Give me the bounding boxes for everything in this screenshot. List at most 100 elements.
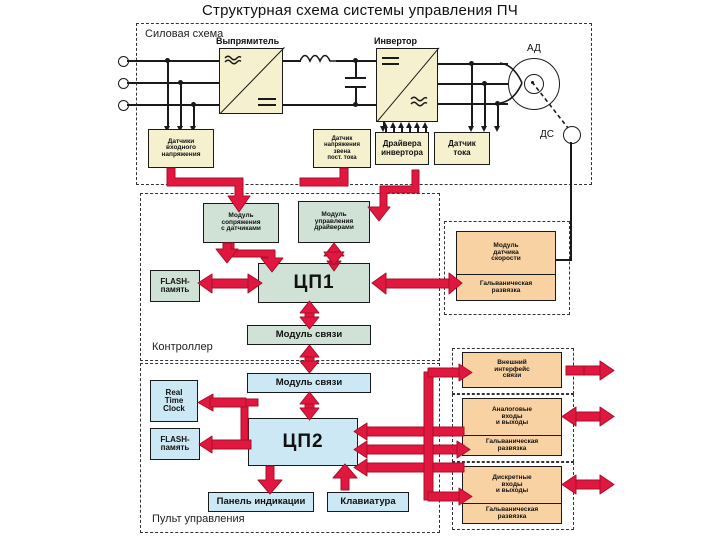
sensor-interface-line1: Модуль	[228, 212, 254, 220]
analog-io-line1: Аналоговые	[491, 405, 532, 413]
region-power-circuit-label: Силовая схема	[145, 28, 224, 40]
display-panel-block: Панель индикации	[208, 492, 314, 512]
wire-current-sense-w	[497, 103, 499, 128]
wire-driver-3	[401, 128, 403, 132]
current-sensor-line2: тока	[453, 147, 471, 157]
wire-phase-w	[438, 103, 508, 105]
wire-cap-bottom	[355, 86, 357, 105]
panel-flash-memory-block: FLASH- память	[150, 428, 200, 460]
cpu1-label: ЦП1	[293, 272, 335, 294]
discrete-iso-line1: Гальваническая	[485, 506, 539, 514]
display-panel-label: Панель индикации	[216, 496, 306, 508]
panel-comm-module-block: Модуль связи	[247, 373, 371, 393]
arrow-ext-world-analog-shaft	[571, 411, 603, 422]
panel-flash-line1: FLASH-	[160, 434, 190, 444]
wire-speed-sensor-left	[556, 259, 572, 261]
analog-io-block: Аналоговые входы и выходы Гальваническая…	[462, 398, 562, 456]
arrow-ext-world-comm-head	[599, 360, 615, 381]
input-voltage-sensor-line1: Датчики	[167, 137, 195, 145]
discrete-io-line1: Дискретные	[492, 473, 532, 481]
wire-speed-sensor-down	[570, 142, 572, 260]
junction-current-w	[495, 101, 501, 107]
controller-comm-module-block: Модуль связи	[247, 325, 371, 345]
sensor-interface-module-block: Модуль сопряжения с датчиками	[203, 203, 279, 243]
junction-l3	[191, 102, 197, 108]
keyboard-block: Клавиатура	[327, 492, 409, 512]
analog-iso-line2: развязка	[497, 445, 527, 452]
arrowhead-driver-1	[382, 122, 389, 128]
dc-link-voltage-sensor-line1: Датчик	[331, 136, 353, 143]
arrowhead-current-v	[481, 126, 488, 132]
junction-current-u	[469, 61, 475, 67]
rtc-line1: Real	[165, 387, 183, 397]
sensor-interface-line3: с датчиками	[221, 225, 261, 233]
dc-link-voltage-sensor-block: Датчик напряжения звена пост. тока	[313, 129, 371, 168]
junction-l1	[165, 58, 171, 64]
discrete-io-top: Дискретные входы и выходы	[463, 467, 561, 503]
discrete-io-block: Дискретные входы и выходы Гальваническая…	[462, 466, 562, 524]
input-voltage-sensor-block: Датчики входного напряжения	[148, 129, 214, 168]
dc-link-voltage-sensor-line2: напряжения	[324, 142, 360, 149]
panel-flash-line2: память	[160, 443, 190, 452]
region-speed-sensor-interface	[444, 221, 570, 315]
speed-iso-line1: Гальваническая	[479, 280, 533, 288]
wire-dc-plus-a	[283, 60, 301, 62]
cpu2-label: ЦП2	[282, 431, 324, 453]
wire-tap-l1	[167, 60, 169, 128]
motor-inner-circle-icon	[524, 74, 544, 94]
arrowhead-driver-2	[390, 122, 397, 128]
driver-control-line2: управления	[314, 217, 354, 225]
speed-module-line2: датчика	[493, 248, 519, 256]
arrowhead-driver-4	[406, 122, 413, 128]
wire-driver-1	[385, 128, 387, 132]
arrowhead-dclink-sense	[380, 126, 387, 132]
wire-current-sense-u	[471, 63, 473, 128]
controller-flash-line2: память	[160, 285, 190, 294]
inverter-ac-icon	[410, 96, 428, 107]
analog-io-line2: входы	[501, 412, 523, 420]
speed-sensor-module-top: Модуль датчика скорости	[457, 232, 555, 274]
rtc-line3: Clock	[163, 404, 185, 414]
speed-iso-line2: развязка	[491, 287, 521, 294]
arrow-ext-world-comm-shaft	[577, 365, 605, 376]
controller-flash-line1: FLASH-	[160, 276, 190, 286]
arrow-ext-world-discrete-shaft	[571, 479, 603, 490]
rectifier-dc-icon-line2	[258, 104, 276, 106]
keyboard-label: Клавиатура	[340, 496, 396, 508]
wire-driver-4	[409, 128, 411, 132]
inverter-dc-icon-line1	[382, 57, 399, 59]
dc-link-voltage-sensor-line4: пост. тока	[327, 154, 357, 161]
region-controller	[140, 193, 440, 361]
external-comm-top: Внешний интерфейс связи	[463, 353, 561, 387]
wire-current-sense-v	[484, 83, 486, 128]
external-comm-interface-block: Внешний интерфейс связи	[462, 352, 562, 388]
ext-comm-line2: интерфейс	[494, 365, 530, 373]
input-voltage-sensor-line3: напряжения	[161, 150, 201, 158]
capacitor-plate-top	[345, 77, 366, 79]
controller-flash-memory-block: FLASH- память	[150, 270, 200, 302]
junction-cap-top	[353, 58, 359, 64]
junction-current-v	[482, 81, 488, 87]
wire-l3	[127, 104, 219, 106]
inverter-drivers-line2: инвертора	[381, 147, 423, 157]
discrete-io-line2: входы	[501, 480, 523, 488]
input-voltage-sensor-line2: входного	[166, 144, 196, 152]
controller-comm-label: Модуль связи	[275, 329, 343, 341]
wire-cap-top	[355, 60, 357, 77]
ext-comm-line1: Внешний	[497, 358, 527, 366]
motor-label: АД	[527, 43, 541, 54]
inverter-drivers-block: Драйвера инвертора	[375, 132, 429, 165]
wire-tap-l2	[180, 82, 182, 128]
speed-sensor-circle-icon	[563, 126, 581, 144]
driver-control-module-block: Модуль управления драйверами	[298, 201, 370, 243]
wire-driver-5	[417, 128, 419, 132]
speed-module-line1: Модуль	[493, 241, 519, 249]
wire-phase-v	[438, 83, 508, 85]
arrowhead-driver-5	[414, 122, 421, 128]
driver-control-line1: Модуль	[321, 211, 347, 219]
arrow-ext-world-discrete-head-r	[599, 474, 615, 495]
wire-driver-2	[393, 128, 395, 132]
arrow-ext-world-analog-head-r	[599, 406, 615, 427]
panel-comm-label: Модуль связи	[275, 377, 343, 389]
arrowhead-current-u	[468, 126, 475, 132]
